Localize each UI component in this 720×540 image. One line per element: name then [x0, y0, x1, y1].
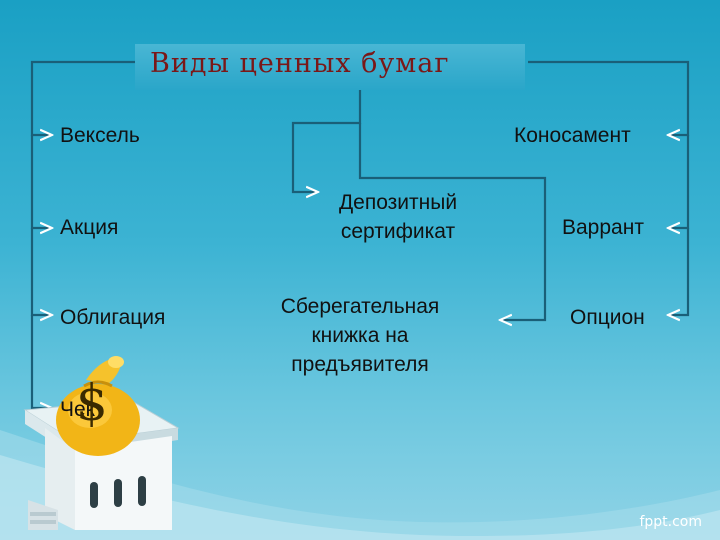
dollar-sign: $	[76, 374, 108, 432]
label-opcion: Опцион	[570, 306, 645, 329]
label-veksel: Вексель	[60, 124, 140, 147]
depozit-line-1: Депозитный	[338, 191, 458, 214]
fppt-logo[interactable]: fppt.com	[639, 514, 702, 530]
window-2	[114, 479, 122, 507]
diagram-title: Виды ценных бумаг	[150, 48, 450, 79]
money-bag-icon	[56, 356, 140, 456]
label-obligaciya: Облигация	[60, 306, 166, 329]
sberkn-line-2: книжка на	[311, 324, 409, 347]
title-band	[135, 44, 525, 90]
window-3	[138, 476, 146, 506]
window-1	[90, 482, 98, 508]
label-konosament: Коносамент	[514, 124, 631, 147]
sberkn-line-1: Сберегательная	[280, 295, 440, 318]
sberkn-line-3: предъявителя	[291, 353, 429, 376]
label-chek: Чек	[60, 398, 95, 421]
label-akciya: Акция	[60, 216, 119, 239]
label-varrant: Варрант	[562, 216, 644, 239]
depozit-line-2: сертификат	[340, 220, 456, 243]
label-sberegatelnaya-knizhka: Сберегательная книжка на предъявителя	[255, 292, 465, 379]
label-depozitnyi-sertifikat: Депозитный сертификат	[318, 188, 478, 246]
